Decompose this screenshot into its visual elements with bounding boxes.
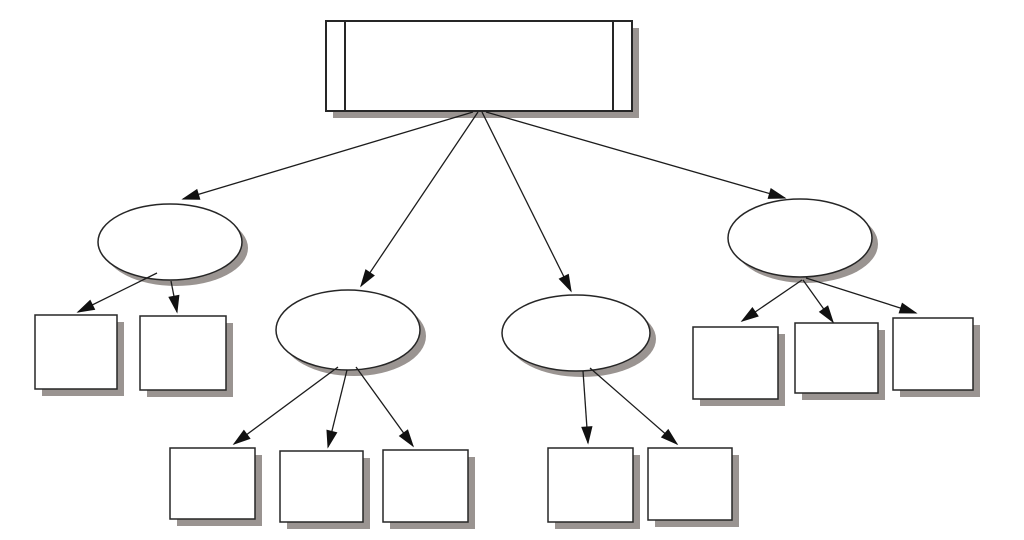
node-leaf-7-box <box>647 447 733 521</box>
node-leaf-8-box <box>692 326 779 400</box>
edge-branch-2-to-leaf-3 <box>232 366 339 445</box>
edge-branch-4-to-leaf-9 <box>802 279 834 324</box>
node-branch-2 <box>275 289 421 371</box>
node-leaf-1-box <box>34 314 118 390</box>
node-leaf-2 <box>139 315 227 391</box>
edge-root-to-branch-3 <box>481 111 572 293</box>
node-root-box <box>325 20 633 112</box>
edge-root-to-branch-2 <box>360 111 479 288</box>
shape-layer <box>34 20 974 523</box>
edge-branch-4-to-leaf-10 <box>805 277 918 314</box>
node-leaf-7 <box>647 447 733 521</box>
edge-root-to-branch-4 <box>485 111 787 199</box>
node-root <box>325 20 633 112</box>
node-leaf-6-box <box>547 447 634 523</box>
node-branch-1 <box>97 203 243 281</box>
edge-branch-1-to-leaf-2 <box>168 280 180 314</box>
node-leaf-5 <box>382 449 469 523</box>
node-branch-4 <box>727 198 873 278</box>
edge-branch-2-to-leaf-4 <box>326 369 348 449</box>
edge-branch-4-to-leaf-8 <box>740 279 803 322</box>
node-leaf-8 <box>692 326 779 400</box>
edge-root-to-branch-1 <box>181 111 474 200</box>
edge-branch-3-to-leaf-7 <box>589 367 679 446</box>
node-leaf-1 <box>34 314 118 390</box>
node-leaf-3-box <box>169 447 256 520</box>
node-branch-3 <box>501 294 651 372</box>
node-leaf-4 <box>279 450 364 523</box>
edge-branch-1-to-leaf-1 <box>76 272 158 313</box>
node-leaf-5-box <box>382 449 469 523</box>
node-leaf-4-box <box>279 450 364 523</box>
edge-layer <box>76 111 918 449</box>
node-leaf-10 <box>892 317 974 391</box>
node-leaf-10-box <box>892 317 974 391</box>
edge-branch-3-to-leaf-6 <box>581 370 593 445</box>
node-leaf-6 <box>547 447 634 523</box>
node-leaf-2-box <box>139 315 227 391</box>
edge-branch-2-to-leaf-5 <box>355 366 414 448</box>
node-leaf-9 <box>794 322 879 394</box>
node-leaf-9-box <box>794 322 879 394</box>
node-leaf-3 <box>169 447 256 520</box>
